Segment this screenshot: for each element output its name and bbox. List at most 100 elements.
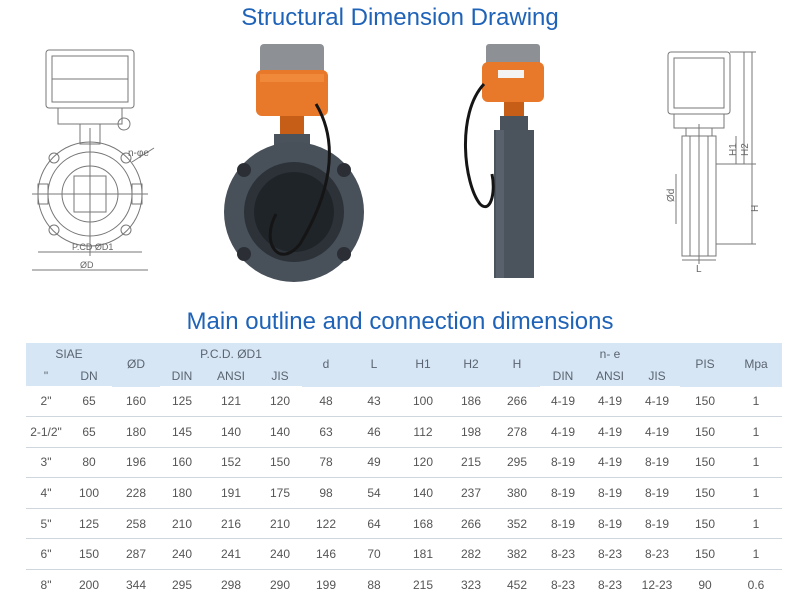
- table-cell: 1: [730, 538, 782, 571]
- drawing-title: Structural Dimension Drawing: [241, 4, 559, 31]
- header-od: ØD: [112, 343, 160, 387]
- table-cell: 8-19: [634, 508, 680, 540]
- h-label: H: [750, 205, 761, 212]
- table-cell: 4-19: [634, 386, 680, 418]
- table-cell: 150: [680, 538, 730, 571]
- table-cell: 186: [448, 386, 494, 418]
- table-cell: 145: [160, 416, 204, 448]
- table-cell: 240: [160, 538, 204, 571]
- subheader-pcd-jis: JIS: [258, 364, 302, 386]
- table-cell: 8-23: [597, 577, 623, 592]
- table-cell: 150: [258, 447, 302, 479]
- table-cell: 65: [66, 416, 112, 448]
- header-h2: H2: [448, 343, 494, 387]
- table-cell: 8-23: [550, 577, 576, 592]
- subheader-ne-jis: JIS: [634, 364, 680, 386]
- header-d: d: [302, 343, 350, 387]
- header-h1: H1: [398, 343, 448, 387]
- table-cell: 54: [350, 477, 398, 509]
- front-view-drawing: n-φe P.CD ØD1 ØD: [32, 49, 155, 271]
- table-cell: 1: [730, 508, 782, 540]
- pcd-label: P.CD ØD1: [72, 242, 113, 252]
- table-cell: 146: [302, 538, 350, 571]
- table-cell: 180: [160, 477, 204, 509]
- subheader-pcd-din: DIN: [160, 364, 204, 386]
- table-cell: 63: [302, 416, 350, 448]
- table-cell: 100: [398, 386, 448, 418]
- table-cell: 160: [112, 386, 160, 418]
- table-cell: 46: [350, 416, 398, 448]
- table-cell: 287: [112, 538, 160, 571]
- table-cell: 198: [448, 416, 494, 448]
- table-cell: 175: [258, 477, 302, 509]
- table-cell: 210: [258, 508, 302, 540]
- table-cell: 150: [680, 416, 730, 448]
- table-cell: 6": [26, 538, 66, 571]
- table-cell: 168: [398, 508, 448, 540]
- header-h: H: [494, 343, 540, 387]
- table-cell: 199: [315, 577, 337, 592]
- od-label: ØD: [80, 260, 94, 270]
- table-cell: 2-1/2": [26, 416, 66, 448]
- table-title: Main outline and connection dimensions: [186, 308, 614, 335]
- table-cell: 210: [160, 508, 204, 540]
- table-cell: 191: [204, 477, 258, 509]
- table-cell: 100: [66, 477, 112, 509]
- table-cell: 43: [350, 386, 398, 418]
- table-cell: 4-19: [586, 386, 634, 418]
- table-cell: 215: [448, 447, 494, 479]
- table-cell: 90: [698, 577, 712, 592]
- subheader-ne-ansi: ANSI: [586, 364, 634, 386]
- header-n-e: n- e: [540, 343, 680, 365]
- table-cell: 121: [204, 386, 258, 418]
- table-cell: 4-19: [634, 416, 680, 448]
- table-cell: 2": [26, 386, 66, 418]
- header-pcd: P.C.D. ØD1: [160, 343, 302, 365]
- table-cell: 8-23: [540, 538, 586, 571]
- table-cell: 1: [730, 416, 782, 448]
- table-cell: 88: [367, 577, 381, 592]
- table-cell: 240: [258, 538, 302, 571]
- table-cell: 120: [258, 386, 302, 418]
- side-view-drawing: H1 H2 H Ød L: [666, 51, 761, 274]
- table-cell: 160: [160, 447, 204, 479]
- n-phi-e-label: n-φe: [128, 148, 149, 159]
- table-cell: 112: [398, 416, 448, 448]
- header-siae: SIAE: [26, 343, 112, 365]
- table-cell: 1: [730, 477, 782, 509]
- subheader-pcd-ansi: ANSI: [204, 364, 258, 386]
- table-cell: 150: [680, 477, 730, 509]
- table-cell: 8-19: [540, 477, 586, 509]
- table-cell: 290: [269, 577, 291, 592]
- table-cell: 266: [448, 508, 494, 540]
- table-cell: 352: [494, 508, 540, 540]
- table-cell: 4-19: [540, 386, 586, 418]
- table-cell: 278: [494, 416, 540, 448]
- table-cell: 8-19: [540, 508, 586, 540]
- dimensions-table: SIAE ØD P.C.D. ØD1 d L H1 H2 H n- e PIS …: [26, 343, 782, 600]
- table-cell: 140: [398, 477, 448, 509]
- subheader-dn: DN: [66, 364, 112, 386]
- l-label: L: [696, 264, 702, 274]
- table-cell: 122: [302, 508, 350, 540]
- table-cell: 0.6: [747, 577, 765, 592]
- table-cell: 150: [680, 386, 730, 418]
- table-cell: 12-23: [641, 577, 673, 592]
- table-cell: 8-19: [634, 477, 680, 509]
- table-cell: 8-23: [586, 538, 634, 571]
- table-cell: 344: [125, 577, 147, 592]
- table-cell: 65: [66, 386, 112, 418]
- table-cell: 282: [448, 538, 494, 571]
- table-cell: 8": [40, 577, 52, 592]
- table-cell: 4-19: [586, 447, 634, 479]
- table-cell: 49: [350, 447, 398, 479]
- table-cell: 181: [398, 538, 448, 571]
- table-cell: 216: [204, 508, 258, 540]
- table-cell: 80: [66, 447, 112, 479]
